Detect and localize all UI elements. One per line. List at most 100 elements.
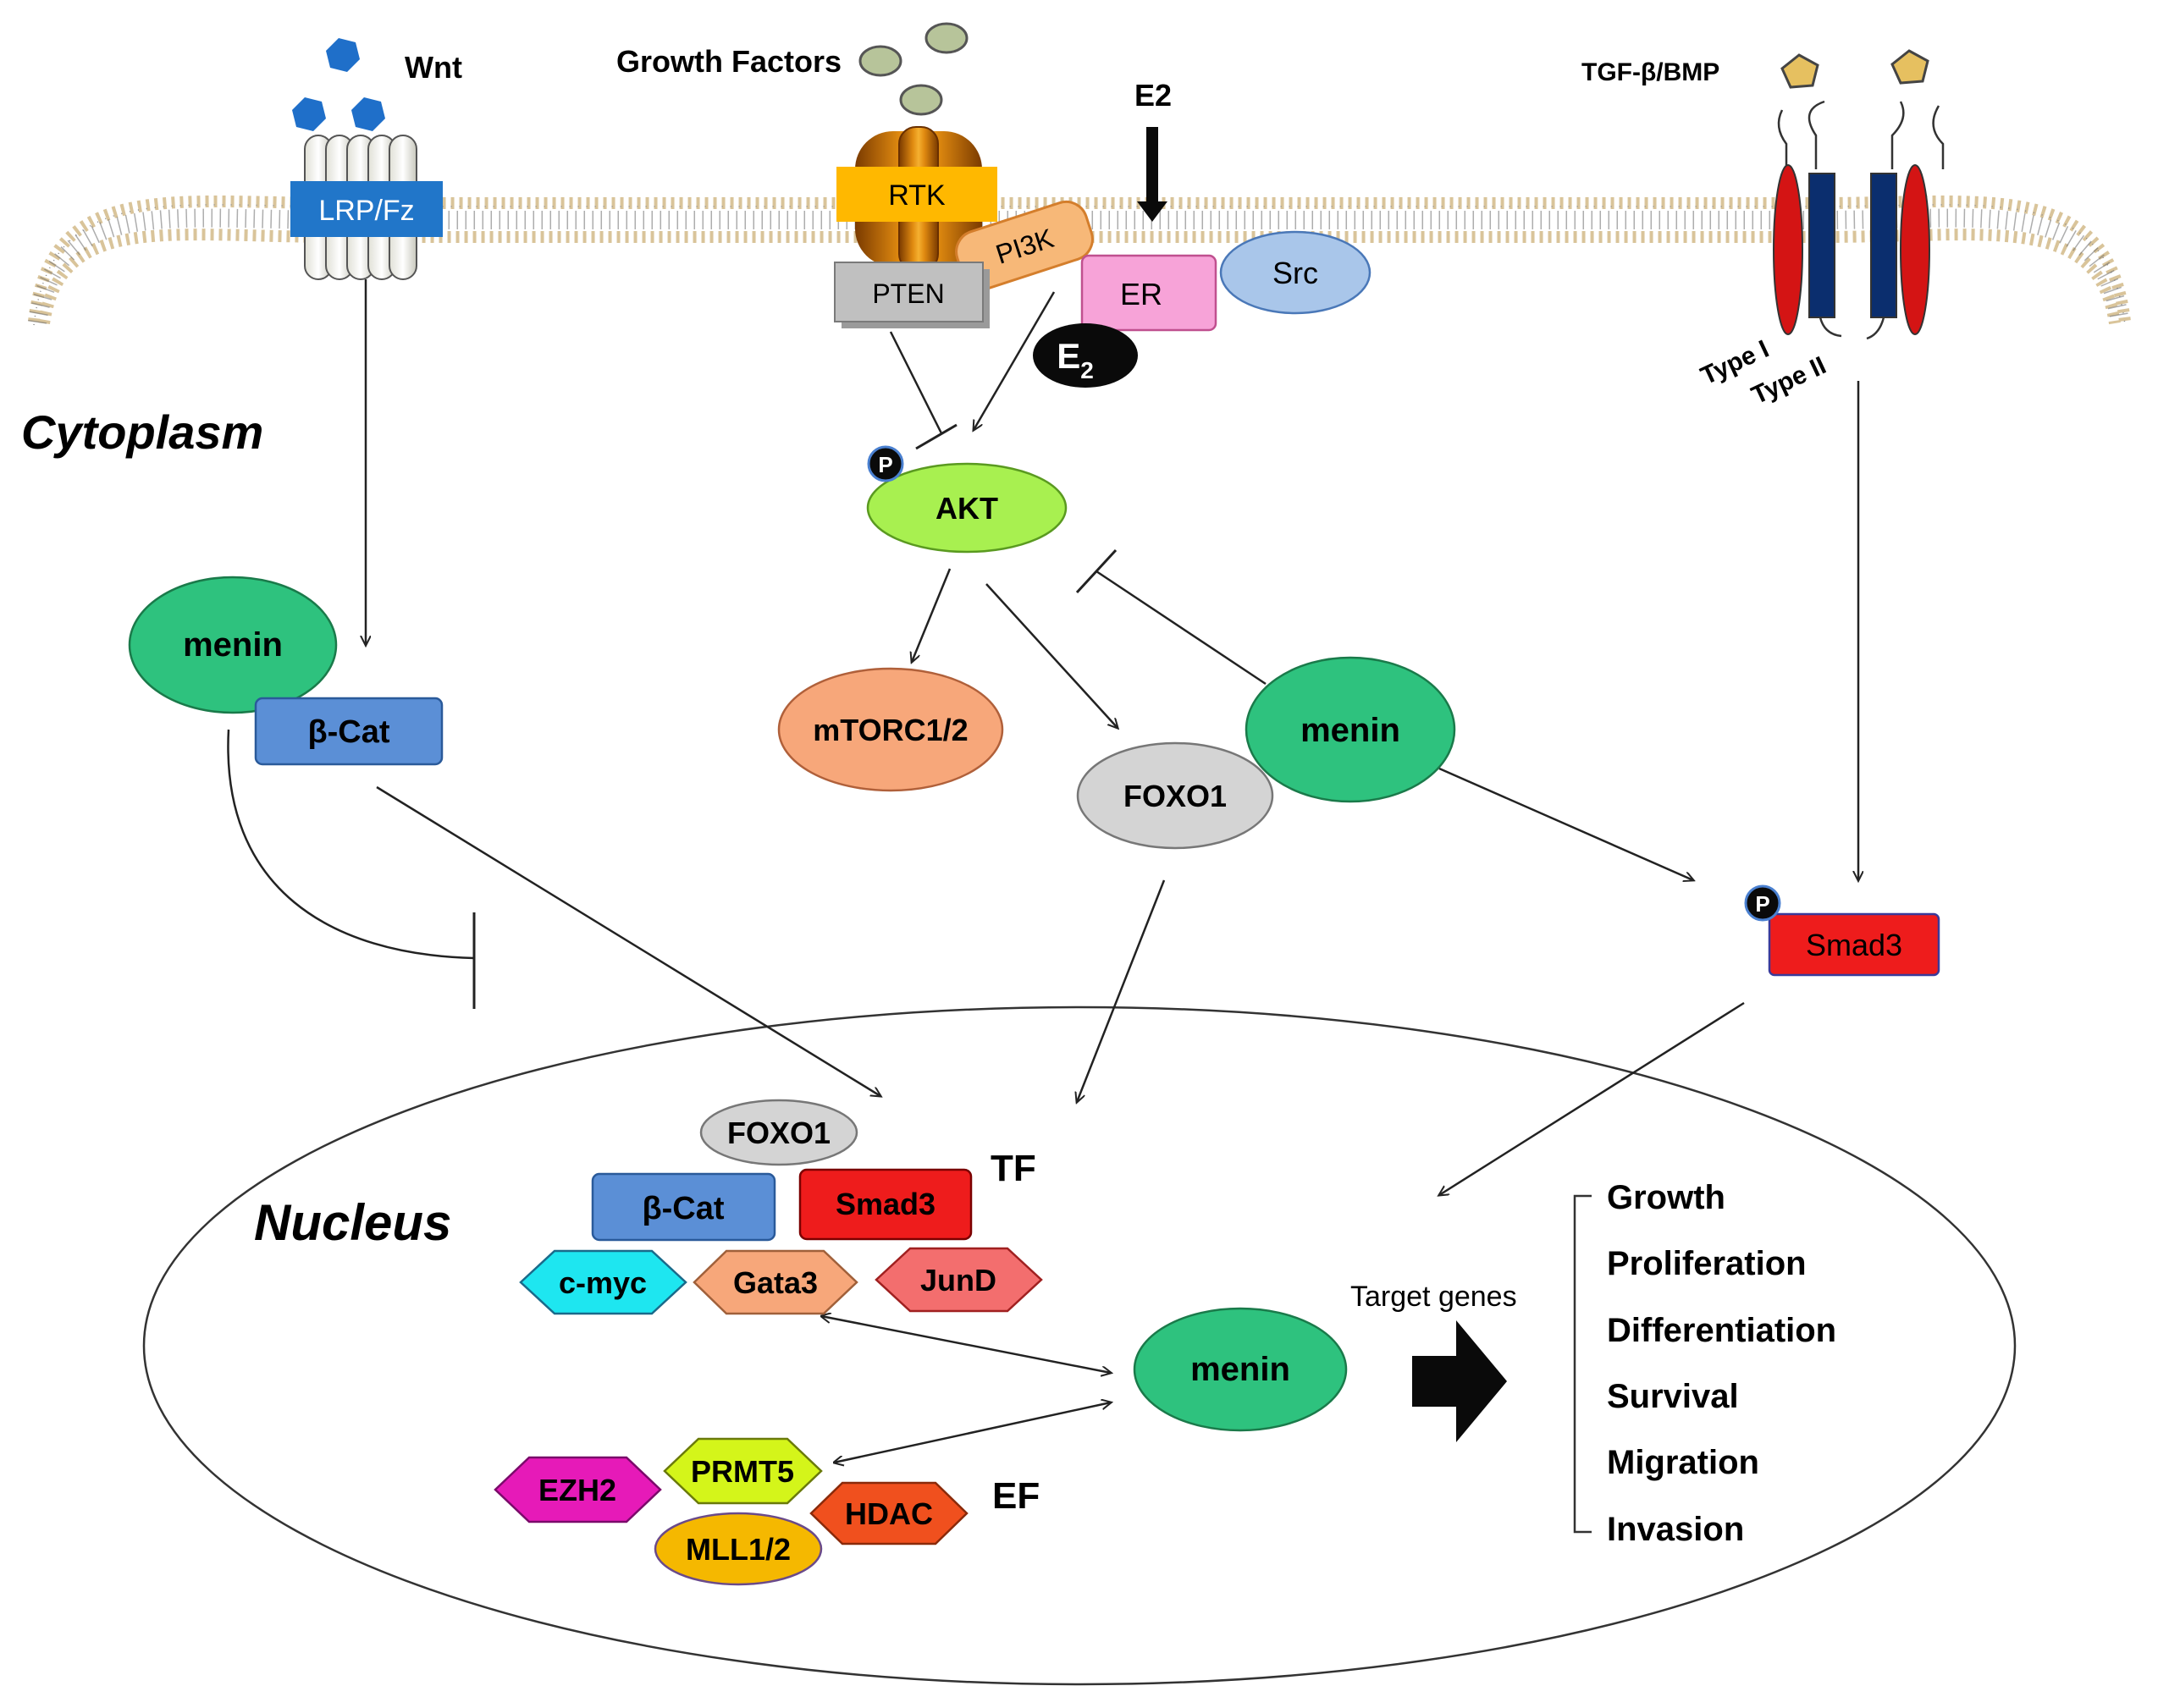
- jund-node: JunD: [875, 1247, 1043, 1313]
- edge-menin-inhibits-akt: [1096, 570, 1267, 686]
- tgf-ligand-1: [1780, 53, 1819, 89]
- lrp-fz-receptor: LRP/Fz: [290, 135, 443, 280]
- cmyc-label: c-myc: [559, 1265, 647, 1300]
- edge-akt-to-foxo1: [985, 583, 1118, 728]
- edge-menin-inhibits-akt-bar: [1075, 548, 1118, 594]
- prmt5-node: PRMT5: [663, 1437, 823, 1505]
- type2-receptor-right: [1870, 173, 1897, 318]
- wnt-ligand-3: [351, 97, 385, 131]
- gata3-node: Gata3: [693, 1249, 858, 1315]
- e2-ligand-bound: E2: [1033, 323, 1138, 388]
- akt-label: AKT: [936, 491, 998, 526]
- type2-receptor-left: [1808, 173, 1835, 318]
- smad3-phospho: P: [1744, 884, 1781, 922]
- foxo1-nuclear-node: FOXO1: [699, 1099, 858, 1166]
- tgf-ligand-2: [1890, 49, 1929, 85]
- bcat-cytoplasm-node: β-Cat: [254, 697, 444, 766]
- nucleus-envelope: [142, 1006, 2017, 1686]
- e2-arrow-shaft: [1146, 127, 1158, 205]
- growth-factors-label: Growth Factors: [616, 44, 842, 79]
- menin-left-label: menin: [183, 626, 283, 664]
- hdac-label: HDAC: [845, 1496, 933, 1531]
- ezh2-node: EZH2: [494, 1456, 662, 1523]
- tgf-receptors: Type I Type II: [1697, 100, 1945, 410]
- foxo1-cytoplasm-label: FOXO1: [1123, 779, 1227, 813]
- outcome-item: Migration: [1607, 1444, 1759, 1481]
- edge-pten-inhibits-akt: [889, 331, 943, 434]
- rtk-box: [836, 167, 997, 222]
- menin-left-node: menin: [128, 576, 338, 714]
- outcome-item: Proliferation: [1607, 1245, 1807, 1282]
- smad3-nuclear-label: Smad3: [836, 1187, 936, 1221]
- akt-phospho-label: P: [878, 452, 892, 477]
- edge-akt-to-mtorc: [912, 568, 952, 662]
- ef-label: EF: [992, 1475, 1040, 1517]
- menin-nuclear-label: menin: [1190, 1351, 1290, 1388]
- mll-node: MLL1/2: [654, 1512, 823, 1586]
- target-genes-arrow: [1412, 1320, 1507, 1442]
- er-label: ER: [1120, 277, 1162, 311]
- e2-subscript: 2: [1080, 357, 1094, 383]
- cmyc-node: c-myc: [519, 1249, 687, 1315]
- outcome-item: Differentiation: [1607, 1312, 1836, 1349]
- svg-text:E2: E2: [1057, 336, 1094, 383]
- edge-menin-inhibits-bcat: [227, 729, 475, 960]
- pten: PTEN: [834, 262, 990, 328]
- e2-top-label: E2: [1134, 78, 1172, 113]
- edge-tf-menin-bidirectional: [821, 1316, 1111, 1373]
- smad3-nuclear-node: Smad3: [798, 1168, 973, 1241]
- outcome-bracket: [1573, 1194, 1592, 1534]
- foxo1-cytoplasm-node: FOXO1: [1076, 741, 1274, 850]
- edge-smad3-to-nucleus: [1439, 1001, 1745, 1195]
- mtorc-node: mTORC1/2: [777, 667, 1004, 792]
- smad3-phospho-label: P: [1755, 891, 1769, 917]
- tf-label: TF: [991, 1148, 1036, 1189]
- mtorc-label: mTORC1/2: [813, 713, 968, 747]
- edge-menin-to-smad3: [1438, 767, 1693, 880]
- edge-bcat-to-nucleus: [376, 785, 880, 1096]
- nucleus-label: Nucleus: [254, 1194, 451, 1251]
- estrogen-receptor: ER: [1080, 254, 1217, 332]
- menin-right-node: menin: [1245, 656, 1456, 803]
- smad3-cytoplasm-label: Smad3: [1806, 928, 1902, 962]
- wnt-ligand-1: [326, 38, 360, 72]
- e2-base-label: E: [1057, 336, 1080, 376]
- ezh2-label: EZH2: [538, 1473, 616, 1507]
- src-label: Src: [1272, 256, 1318, 290]
- menin-nuclear-node: menin: [1133, 1307, 1348, 1432]
- bcat-cytoplasm-label: β-Cat: [307, 714, 389, 750]
- outcome-item: Survival: [1607, 1378, 1739, 1415]
- src: Src: [1219, 230, 1372, 315]
- rtk-receptor: RTK: [836, 126, 997, 272]
- edge-ef-menin-bidirectional: [834, 1402, 1111, 1463]
- pten-label: PTEN: [872, 278, 944, 309]
- lrp-fz-label: LRP/Fz: [318, 195, 414, 227]
- edge-foxo1-to-nucleus: [1077, 879, 1166, 1102]
- signaling-edges: [227, 279, 1858, 1463]
- menin-right-label: menin: [1300, 712, 1400, 749]
- prmt5-label: PRMT5: [691, 1454, 794, 1489]
- lrp-fz-box: [290, 181, 443, 237]
- outcome-list: Growth Proliferation Differentiation Sur…: [1607, 1179, 1836, 1548]
- akt-phospho: P: [867, 445, 904, 482]
- target-genes-label: Target genes: [1350, 1281, 1517, 1313]
- cell-membrane: [28, 195, 2131, 326]
- pi3k: PI3K: [955, 200, 1094, 291]
- tgf-label: TGF-β/BMP: [1581, 58, 1719, 86]
- growth-factor-ligands: [858, 22, 969, 116]
- bcat-nuclear-node: β-Cat: [591, 1172, 776, 1242]
- e2-arrow-head: [1137, 201, 1167, 222]
- foxo1-nuclear-label: FOXO1: [727, 1116, 831, 1150]
- smad3-cytoplasm-node: Smad3: [1768, 912, 1940, 977]
- type1-receptor-left: [1773, 164, 1803, 335]
- edge-pi3k-to-akt: [974, 291, 1056, 430]
- edge-pten-inhibits-akt-bar: [915, 423, 958, 450]
- wnt-ligands: [292, 38, 385, 131]
- wnt-label: Wnt: [405, 50, 462, 85]
- mll-label: MLL1/2: [686, 1532, 791, 1567]
- outcome-item: Growth: [1607, 1179, 1725, 1216]
- cytoplasm-label: Cytoplasm: [21, 405, 263, 459]
- jund-label: JunD: [920, 1263, 996, 1298]
- wnt-ligand-2: [292, 97, 326, 131]
